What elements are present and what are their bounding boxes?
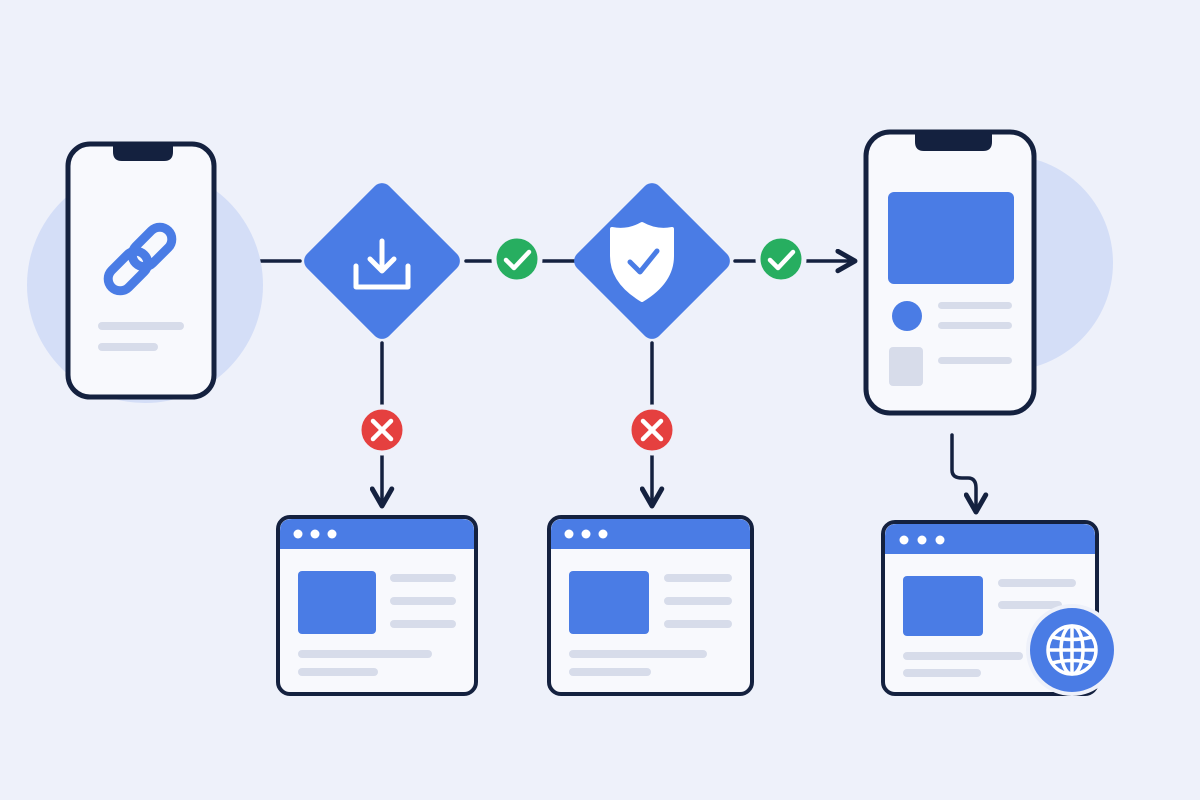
x-icon: [640, 418, 664, 442]
browser-dot: [327, 529, 337, 539]
fail-badge-1: [356, 404, 408, 456]
fallback-page-2: [547, 515, 754, 696]
browser-dot: [310, 529, 320, 539]
browser-title-bar: [885, 524, 1095, 554]
page-text-line: [664, 620, 732, 628]
shield-icon: [610, 222, 674, 302]
source-phone-notch: [113, 146, 173, 161]
page-image-block: [903, 576, 983, 636]
browser-title-bar: [551, 519, 750, 549]
page-text-line: [569, 650, 707, 658]
target-phone-notch: [915, 134, 992, 151]
web-page: [881, 520, 1118, 696]
page-text-line: [390, 620, 456, 628]
browser-dot: [564, 529, 574, 539]
page-text-line: [903, 652, 1023, 660]
browser-dot: [917, 535, 927, 545]
pass-badge-2: [755, 233, 807, 285]
page-text-line: [998, 601, 1062, 609]
page-text-line: [569, 668, 651, 676]
globe-icon: [1046, 624, 1098, 676]
page-text-line: [298, 668, 378, 676]
page-text-line: [903, 669, 981, 677]
source-phone: [27, 141, 263, 403]
app-text-line: [938, 357, 1012, 364]
page-text-line: [664, 597, 732, 605]
security-check-node: [574, 183, 730, 339]
page-image-block: [298, 571, 376, 634]
app-avatar: [892, 301, 922, 331]
download-check-node: [304, 183, 460, 339]
browser-window-frame: [276, 515, 478, 696]
app-text-line: [938, 302, 1012, 309]
source-text-line: [98, 322, 184, 330]
fail-badge-2: [626, 404, 678, 456]
app-thumbnail: [889, 347, 923, 386]
page-text-line: [664, 574, 732, 582]
connector-app-to-web: [950, 433, 989, 515]
browser-dot: [581, 529, 591, 539]
browser-dot: [293, 529, 303, 539]
link-icon: [103, 222, 177, 296]
page-text-line: [298, 650, 432, 658]
download-icon: [353, 238, 411, 290]
browser-dot: [598, 529, 608, 539]
globe-badge: [1026, 604, 1118, 696]
app-text-line: [938, 322, 1012, 329]
shield-check-icon: [627, 248, 660, 275]
source-text-line: [98, 343, 158, 351]
browser-dot: [935, 535, 945, 545]
target-app-phone: [863, 129, 1113, 416]
page-text-line: [390, 597, 456, 605]
connectors: [212, 248, 989, 515]
browser-dot: [899, 535, 909, 545]
check-icon: [503, 249, 532, 271]
page-text-line: [998, 579, 1076, 587]
app-hero-image: [888, 192, 1014, 284]
browser-window-frame: [547, 515, 754, 696]
page-image-block: [569, 571, 649, 634]
page-text-line: [390, 574, 456, 582]
browser-title-bar: [280, 519, 474, 549]
fallback-page-1: [276, 515, 478, 696]
pass-badge-1: [491, 233, 543, 285]
x-icon: [370, 418, 394, 442]
check-icon: [767, 249, 796, 271]
